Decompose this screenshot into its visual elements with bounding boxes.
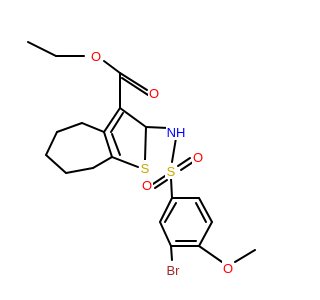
- bond-carbonyl-2: [121, 77, 149, 96]
- bond-so-right-2: [180, 161, 194, 171]
- bond-benz-1: [159, 197, 173, 223]
- atom-label-O_ester: O: [91, 49, 101, 64]
- bond-so-left-2: [154, 179, 168, 189]
- bond-cyclo-4: [45, 154, 67, 174]
- bond-ester-o-c: [103, 60, 121, 74]
- bond-so-left-1: [152, 175, 166, 185]
- bond-cyclo-3: [45, 131, 58, 156]
- atom-label-background-O_sulfonyl_left: [141, 177, 153, 193]
- atom-label-O_methoxy: O: [223, 261, 233, 276]
- atom-label-O_sulfonyl_right: O: [193, 150, 203, 165]
- bond-s-aryl: [170, 177, 173, 199]
- bond-thiophene-inner-double-2: [111, 133, 121, 156]
- bond-c-o-methoxy: [198, 245, 223, 263]
- bond-thiophene-s-c7a: [111, 156, 139, 168]
- bond-benz-5: [198, 197, 213, 223]
- atom-label-S_sulfonyl: S: [167, 164, 176, 179]
- bond-cyclo-1: [81, 122, 105, 133]
- atom-label-O_sulfonyl_left: O: [142, 178, 152, 193]
- bond-cyclo-5: [65, 167, 94, 174]
- bond-carbonyl-1: [119, 72, 148, 91]
- atom-label-O_carbonyl: O: [149, 86, 159, 101]
- atom-label-background-O_ester: [90, 48, 102, 64]
- bond-c-br: [170, 245, 173, 261]
- bond-benz-2: [159, 221, 172, 247]
- bond-cyclo-6: [92, 156, 113, 169]
- bond-ethyl-ch3: [27, 41, 57, 57]
- bond-nh-s: [171, 137, 177, 163]
- atom-label-S_thiophene: S: [141, 161, 150, 176]
- bond-o-ch3: [234, 249, 256, 263]
- bond-cyclo-2: [56, 122, 83, 133]
- atom-label-background-NH: [166, 124, 186, 140]
- bond-thiophene-c2-s: [144, 126, 147, 161]
- atom-label-Br: Br: [167, 263, 181, 278]
- atom-label-background-Br: [163, 262, 183, 278]
- bond-thiophene-c3a-c3: [103, 107, 121, 133]
- atom-label-background-S_thiophene: [139, 160, 151, 176]
- bond-thiophene-c3-c2: [119, 107, 147, 128]
- bond-thiophene-c7a-c3a: [103, 131, 113, 158]
- bond-benz-4: [198, 221, 213, 247]
- bond-so-right-1: [177, 157, 191, 167]
- atom-label-background-S_sulfonyl: [165, 163, 177, 179]
- bond-thiophene-inner-double: [110, 112, 124, 133]
- bond-benz-inner-c: [195, 202, 207, 223]
- bond-c2-nh: [145, 126, 169, 129]
- atom-label-background-O_carbonyl: [148, 85, 160, 101]
- atom-label-background-O_methoxy: [222, 260, 234, 276]
- atom-label-background-O_sulfonyl_right: [192, 149, 204, 165]
- atom-label-NH: NH: [167, 125, 186, 140]
- bond-benz-inner-a: [164, 202, 177, 223]
